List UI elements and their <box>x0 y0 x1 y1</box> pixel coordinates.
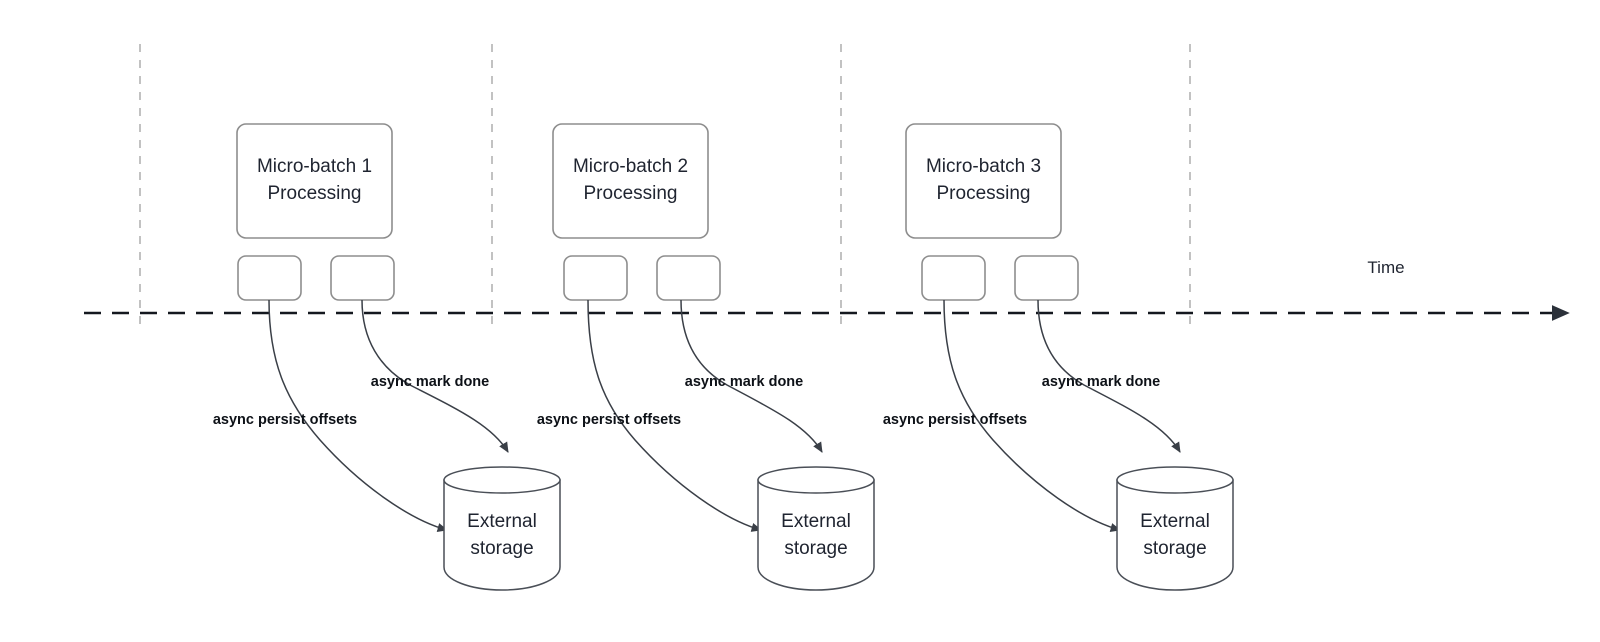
group-2-persist-offsets-task-box[interactable] <box>563 255 628 301</box>
micro-batch-3-label-line2: Processing <box>937 183 1031 204</box>
group-1-external-storage-cylinder[interactable]: External storage <box>443 466 561 591</box>
group-3-async-persist-offsets-label: async persist offsets <box>883 412 1027 428</box>
time-axis: Time <box>84 258 1570 321</box>
time-axis-label: Time <box>1367 258 1404 277</box>
group-1-storage-label-line1: External <box>467 511 537 532</box>
group-3-storage-label-line2: storage <box>1143 538 1206 559</box>
micro-batch-2-label-line1: Micro-batch 2 <box>573 156 688 177</box>
group-1-async-mark-done-label: async mark done <box>371 374 489 390</box>
group-2-storage-label-line1: External <box>781 511 851 532</box>
micro-batch-2-processing-box[interactable] <box>552 123 709 239</box>
group-3-persist-offsets-task-box[interactable] <box>921 255 986 301</box>
group-3-async-mark-done-arrow <box>1037 299 1181 453</box>
group-2-external-storage-cylinder[interactable]: External storage <box>757 466 875 591</box>
group-2-async-persist-offsets-label: async persist offsets <box>537 412 681 428</box>
micro-batch-1-label-line2: Processing <box>268 183 362 204</box>
group-2-async-mark-done-arrow <box>680 299 823 453</box>
micro-batch-1-label-line1: Micro-batch 1 <box>257 156 372 177</box>
group-2-storage-label-line2: storage <box>784 538 847 559</box>
micro-batch-3-label-line1: Micro-batch 3 <box>926 156 1041 177</box>
group-1-async-mark-done-arrow <box>361 299 509 453</box>
group-2-async-mark-done-label: async mark done <box>685 374 803 390</box>
group-2-async-persist-offsets-arrow <box>587 299 763 532</box>
group-1-storage-label-line2: storage <box>470 538 533 559</box>
group-3-mark-done-task-box[interactable] <box>1014 255 1079 301</box>
group-1-persist-offsets-task-box[interactable] <box>237 255 302 301</box>
micro-batch-group-3: Micro-batch 3 Processing async mark done… <box>883 123 1234 591</box>
micro-batch-group-2: Micro-batch 2 Processing async mark done… <box>537 123 875 591</box>
micro-batch-1-processing-box[interactable] <box>236 123 393 239</box>
group-2-mark-done-task-box[interactable] <box>656 255 721 301</box>
group-1-async-persist-offsets-arrow <box>268 299 449 532</box>
micro-batch-group-1: Micro-batch 1 Processing async mark done… <box>213 123 561 591</box>
group-3-external-storage-cylinder[interactable]: External storage <box>1116 466 1234 591</box>
group-1-mark-done-task-box[interactable] <box>330 255 395 301</box>
micro-batch-2-label-line2: Processing <box>584 183 678 204</box>
group-3-async-mark-done-label: async mark done <box>1042 374 1160 390</box>
group-3-async-persist-offsets-arrow <box>943 299 1122 532</box>
group-1-async-persist-offsets-label: async persist offsets <box>213 412 357 428</box>
group-3-storage-label-line1: External <box>1140 511 1210 532</box>
micro-batch-3-processing-box[interactable] <box>905 123 1062 239</box>
